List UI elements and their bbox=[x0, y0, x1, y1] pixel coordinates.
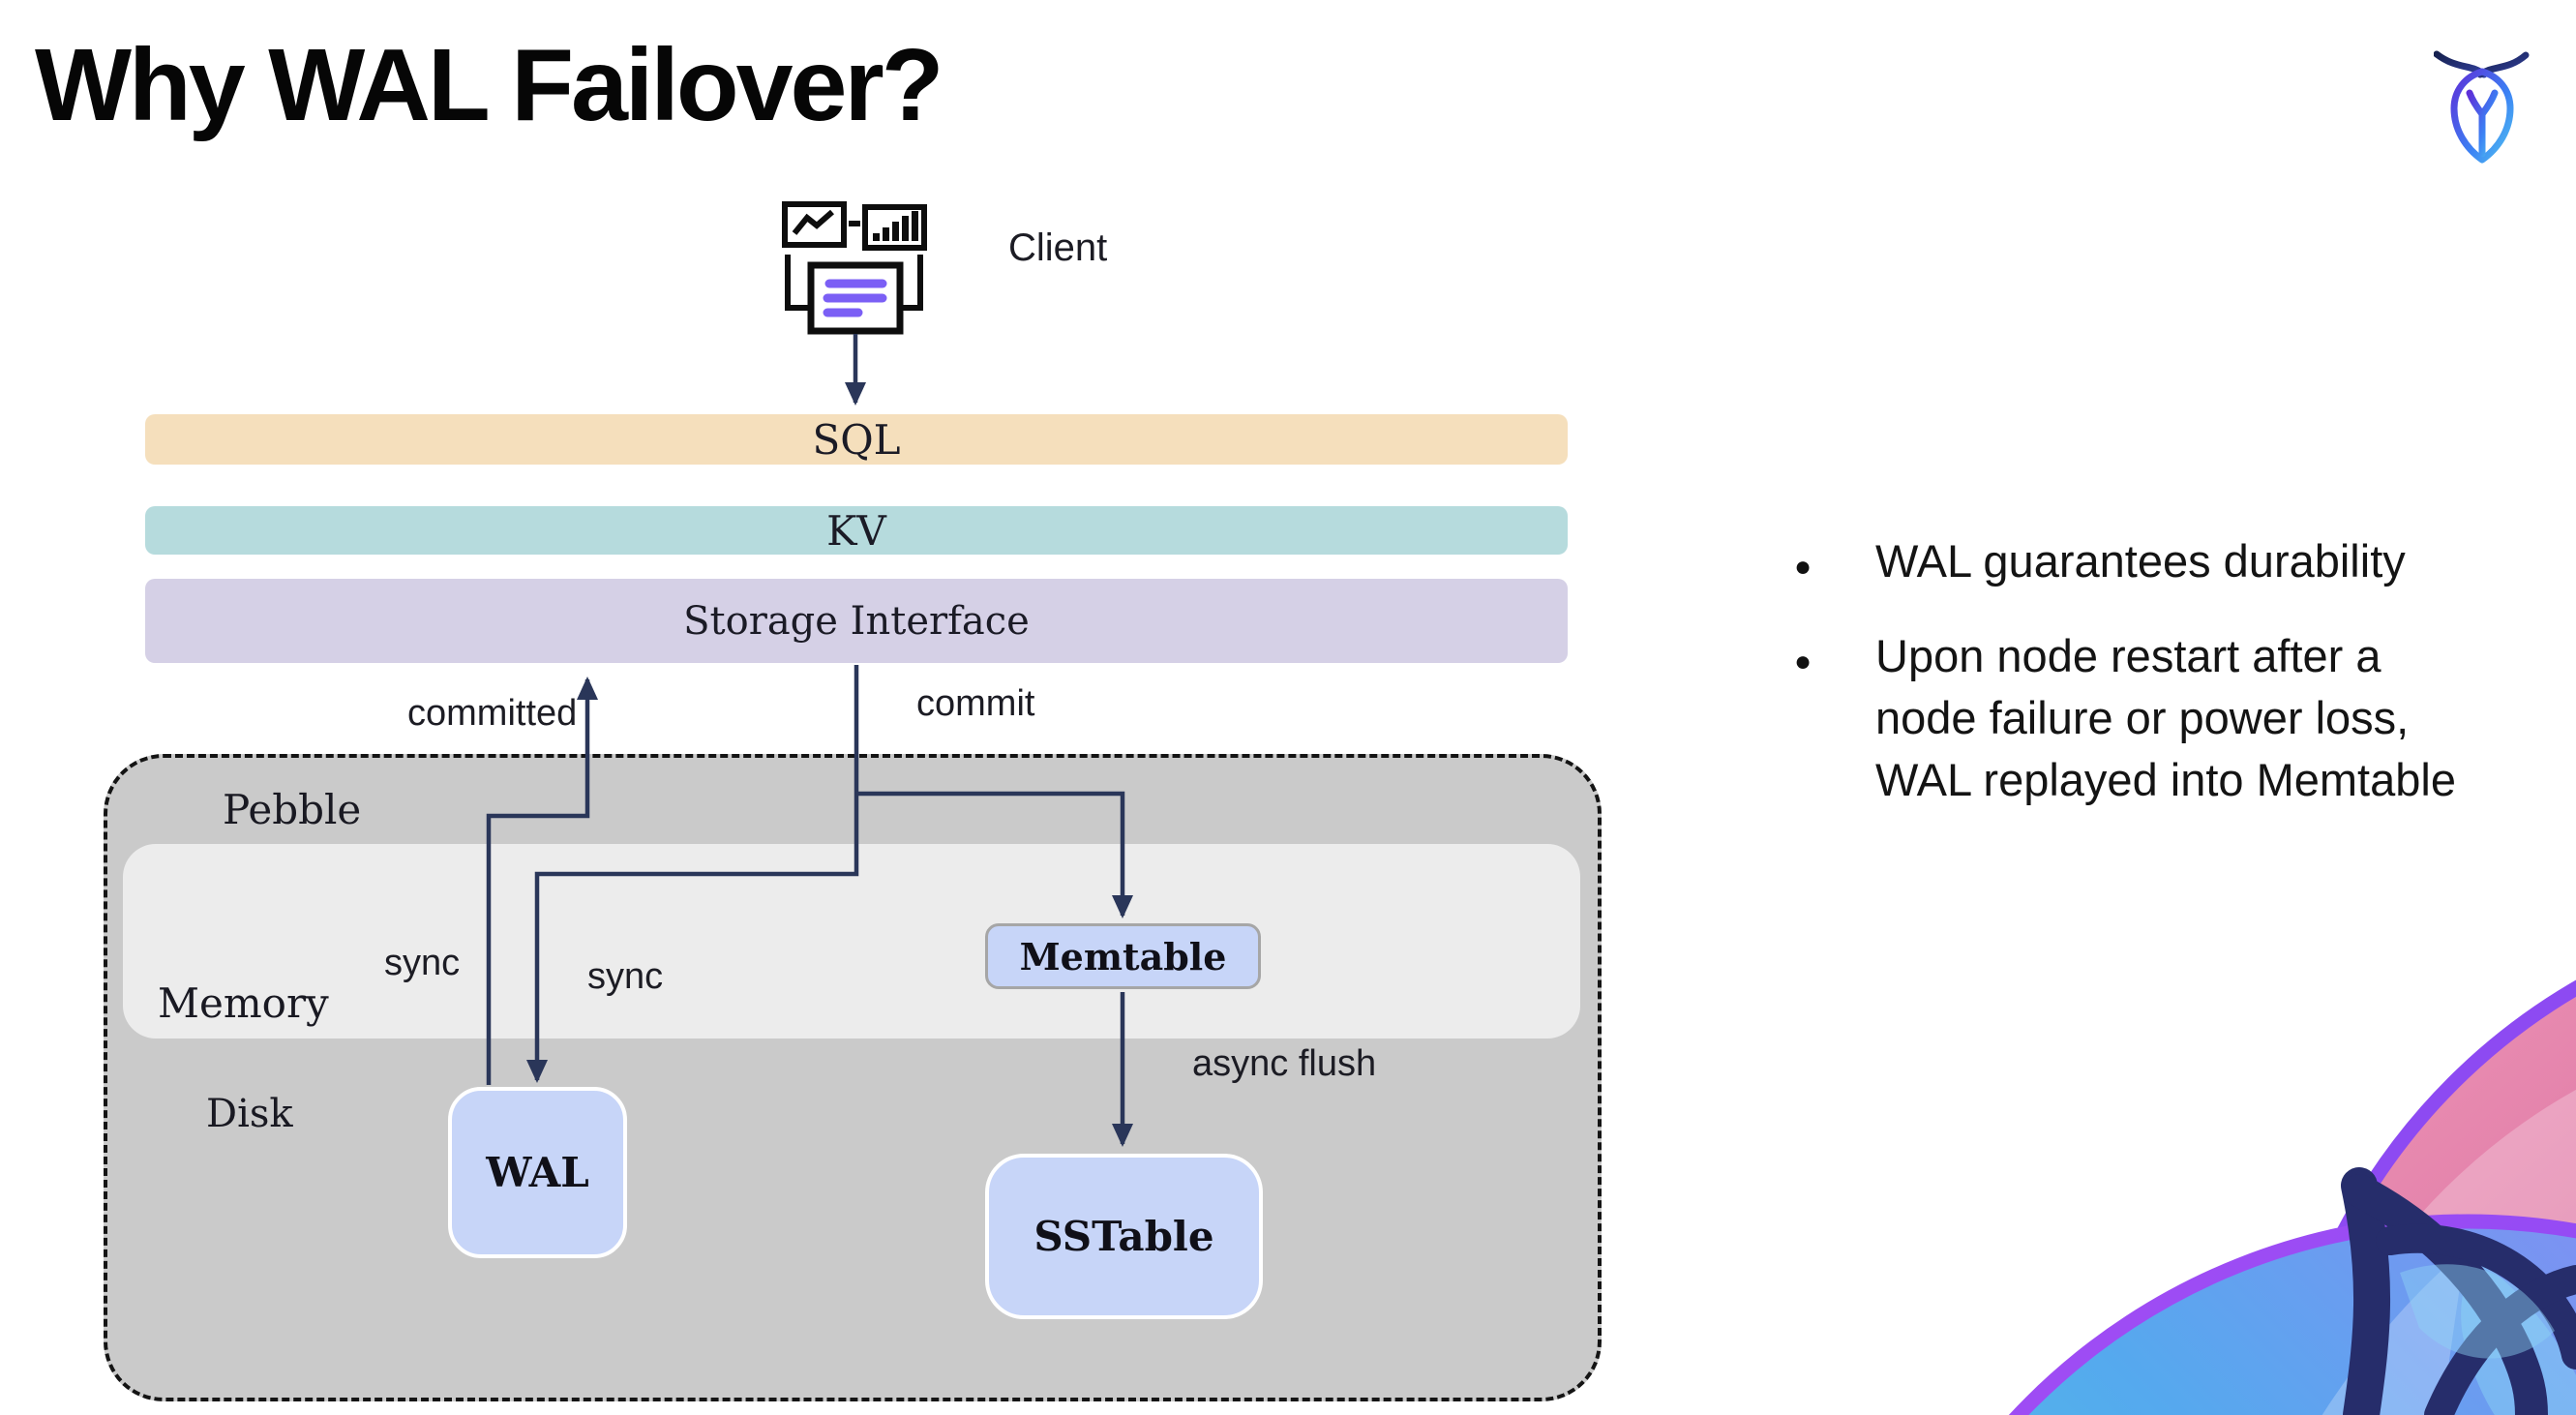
bullet-list: WAL guarantees durability Upon node rest… bbox=[1792, 530, 2470, 811]
wal-label: WAL bbox=[486, 1149, 589, 1196]
pebble-label: Pebble bbox=[223, 786, 362, 833]
edge-label-committed: committed bbox=[407, 693, 578, 734]
brand-art-decoration bbox=[2009, 979, 2576, 1415]
art-blue-circle bbox=[2009, 1214, 2576, 1415]
layer-label-kv: KV bbox=[826, 506, 886, 555]
memtable-node: Memtable bbox=[985, 923, 1261, 989]
edge-label-sync-left: sync bbox=[384, 943, 461, 983]
client-label: Client bbox=[1008, 226, 1108, 269]
cockroachdb-logo-icon bbox=[2434, 50, 2530, 164]
memory-band bbox=[123, 844, 1580, 1039]
layer-label-sql: SQL bbox=[812, 415, 901, 464]
layer-bar-kv: KV bbox=[145, 506, 1568, 555]
layer-label-storage-interface: Storage Interface bbox=[683, 598, 1030, 644]
memory-label: Memory bbox=[158, 979, 329, 1027]
page-title: Why WAL Failover? bbox=[35, 28, 944, 142]
arrow-commit-to-memtable bbox=[856, 791, 1133, 918]
layer-bar-sql: SQL bbox=[145, 414, 1568, 465]
sstable-label: SSTable bbox=[1033, 1213, 1214, 1260]
client-icon bbox=[782, 201, 927, 335]
edge-label-async-flush: async flush bbox=[1192, 1043, 1377, 1084]
sstable-node: SSTable bbox=[985, 1154, 1263, 1319]
memtable-label: Memtable bbox=[1019, 934, 1227, 978]
wal-node: WAL bbox=[448, 1087, 627, 1258]
bullet-item: WAL guarantees durability bbox=[1792, 530, 2470, 598]
disk-label: Disk bbox=[206, 1092, 293, 1136]
arrow-committed-wal-to-storage bbox=[486, 677, 598, 1085]
bullet-item: Upon node restart after a node failure o… bbox=[1792, 625, 2470, 811]
arrow-commit-sync-to-wal bbox=[526, 665, 859, 1083]
edge-label-sync-right: sync bbox=[587, 956, 664, 997]
layer-bar-storage-interface: Storage Interface bbox=[145, 579, 1568, 663]
edge-label-commit: commit bbox=[916, 683, 1035, 724]
